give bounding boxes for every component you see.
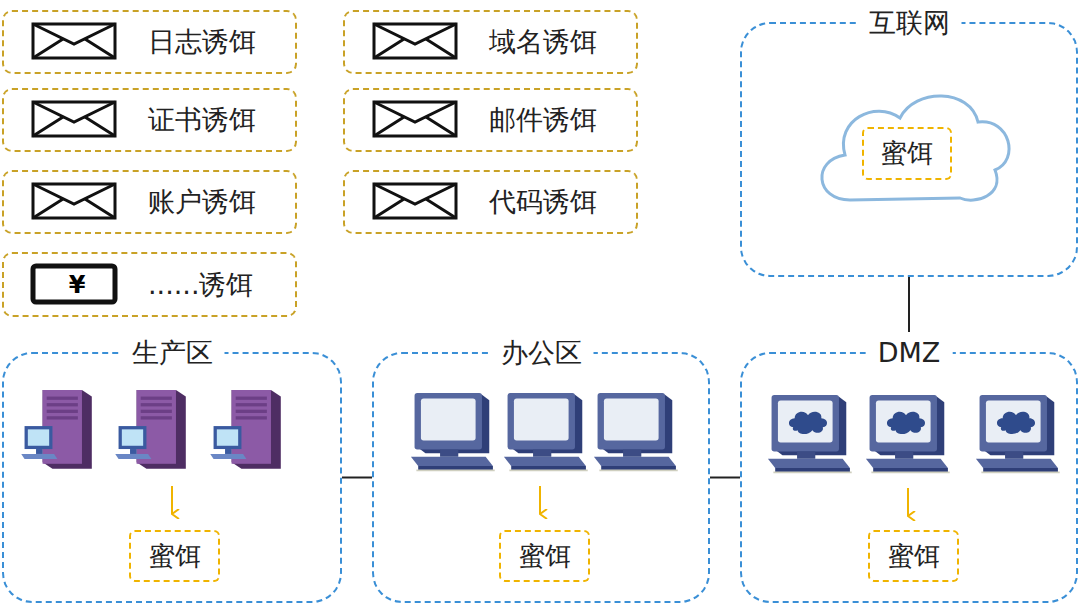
bait-icon xyxy=(375,101,461,139)
honey-bait-box: 蜜饵 xyxy=(499,530,590,582)
honey-bait-box: 蜜饵 xyxy=(862,127,952,180)
zone-region: 生产区蜜饵 xyxy=(2,352,342,603)
honey-bait-box: 蜜饵 xyxy=(868,530,959,582)
bait-label: 账户诱饵 xyxy=(148,184,256,220)
bait-icon xyxy=(34,23,120,61)
zone-title: 办公区 xyxy=(489,336,594,370)
zone-region: 办公区蜜饵 xyxy=(372,352,710,603)
bait-label: 蜜饵 xyxy=(149,539,201,574)
bait-label: 域名诱饵 xyxy=(489,24,597,60)
bait-box: 域名诱饵 xyxy=(343,10,638,74)
bait-label: 邮件诱饵 xyxy=(489,102,597,138)
zone-region: 互联网蜜饵 xyxy=(740,22,1078,277)
bait-label: 蜜饵 xyxy=(888,539,940,574)
zone-region: DMZ蜜饵 xyxy=(740,352,1078,603)
bait-icon xyxy=(375,183,461,221)
bait-box: 代码诱饵 xyxy=(343,170,638,234)
zone-title: DMZ xyxy=(866,336,953,370)
bait-box: ¥ ......诱饵 xyxy=(2,252,297,317)
zone-title: 生产区 xyxy=(120,336,225,370)
link-line xyxy=(710,477,740,479)
link-line xyxy=(342,477,372,479)
bait-icon: ¥ xyxy=(34,266,120,304)
bait-label: 证书诱饵 xyxy=(148,102,256,138)
bait-label: 蜜饵 xyxy=(519,539,571,574)
bait-label: 蜜饵 xyxy=(881,136,933,171)
honey-bait-box: 蜜饵 xyxy=(129,530,220,582)
bait-label: 日志诱饵 xyxy=(148,24,256,60)
bait-icon xyxy=(375,23,461,61)
link-line xyxy=(908,277,910,332)
bait-icon xyxy=(34,101,120,139)
currency-symbol: ¥ xyxy=(34,266,120,304)
zone-title: 互联网 xyxy=(857,6,962,40)
bait-box: 账户诱饵 xyxy=(2,170,297,234)
bait-box: 证书诱饵 xyxy=(2,88,297,152)
bait-label: ......诱饵 xyxy=(148,267,254,303)
bait-icon xyxy=(34,183,120,221)
bait-box: 邮件诱饵 xyxy=(343,88,638,152)
bait-label: 代码诱饵 xyxy=(489,184,597,220)
bait-box: 日志诱饵 xyxy=(2,10,297,74)
